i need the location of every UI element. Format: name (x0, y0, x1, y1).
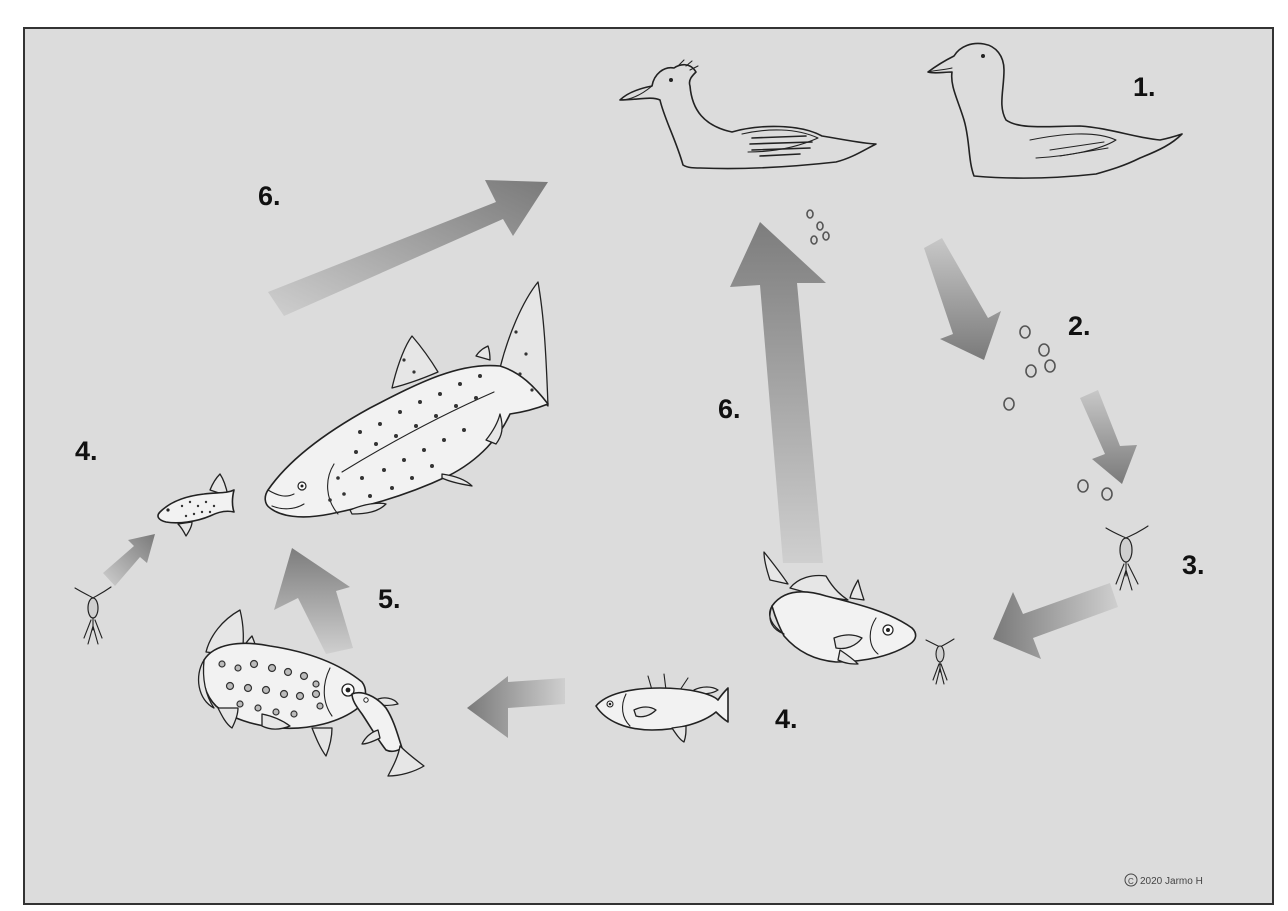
label-step-3: 3. (1182, 550, 1205, 580)
label-step-6-top: 6. (258, 181, 281, 211)
label-step-6-middle: 6. (718, 394, 741, 424)
copyright-symbol: C (1128, 877, 1134, 886)
label-step-1: 1. (1133, 72, 1156, 102)
copyright-text: 2020 Jarmo H (1140, 876, 1203, 887)
label-step-4-right: 4. (775, 704, 798, 734)
diagram-panel (24, 28, 1273, 904)
label-step-5: 5. (378, 584, 401, 614)
label-step-4-left: 4. (75, 436, 98, 466)
label-step-2: 2. (1068, 311, 1091, 341)
